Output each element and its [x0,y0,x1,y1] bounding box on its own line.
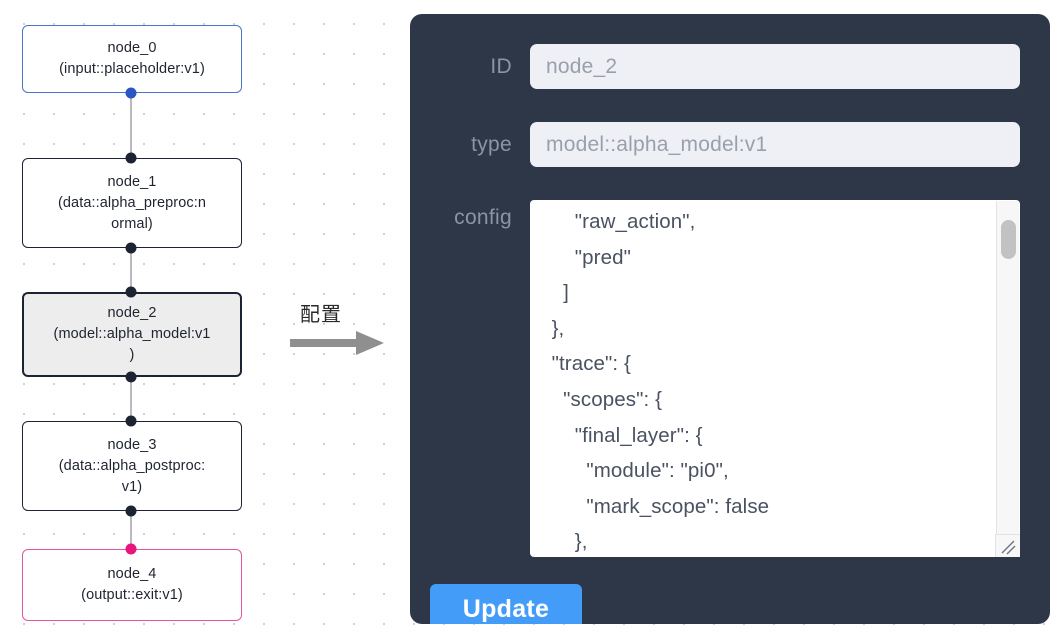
right-arrow-icon [290,331,384,355]
config-field-label: config [454,206,512,229]
graph-node-node_0[interactable]: node_0 (input::placeholder:v1) [22,25,242,93]
id-field-row: ID [410,44,1050,89]
id-field-label: ID [490,55,512,78]
type-input[interactable] [530,122,1020,167]
node-label: node_1 (data::alpha_preproc:n ormal) [57,173,207,232]
config-scrollbar[interactable] [996,201,1019,537]
edge-node1-node2 [130,248,132,292]
edge-node0-node1 [130,93,132,158]
graph-node-node_1[interactable]: node_1 (data::alpha_preproc:n ormal) [22,158,242,248]
configure-annotation: 配置 [290,298,400,360]
node1-target-handle[interactable] [125,152,137,164]
id-input[interactable] [530,44,1020,89]
config-textarea[interactable]: "raw_action", "pred" ] }, "trace": { "sc… [530,200,1020,557]
resize-grip-icon [1001,540,1016,555]
config-textarea-wrapper: "raw_action", "pred" ] }, "trace": { "sc… [530,200,1020,557]
edge-node2-node3 [130,377,132,421]
annotation-label: 配置 [300,302,342,326]
graph-node-node_2[interactable]: node_2 (model::alpha_model:v1 ) [22,292,242,377]
node4-target-handle[interactable] [125,543,137,555]
node2-source-handle[interactable] [125,371,137,383]
node0-source-handle[interactable] [125,87,137,99]
node3-target-handle[interactable] [125,415,137,427]
graph-node-node_4[interactable]: node_4 (output::exit:v1) [22,549,242,621]
graph-node-node_3[interactable]: node_3 (data::alpha_postproc: v1) [22,421,242,511]
node-label: node_2 (model::alpha_model:v1 ) [53,305,211,363]
node1-source-handle[interactable] [125,242,137,254]
node2-target-handle[interactable] [125,286,137,298]
node-label: node_3 (data::alpha_postproc: v1) [58,436,206,495]
node3-source-handle[interactable] [125,505,137,517]
config-scrollbar-thumb[interactable] [1001,220,1016,259]
node-label: node_0 (input::placeholder:v1) [59,40,205,77]
config-field-row: config "raw_action", "pred" ] }, "trace"… [410,200,1050,557]
update-button[interactable]: Update [430,584,582,624]
node-label: node_4 (output::exit:v1) [81,566,183,603]
node-properties-panel: ID type config "raw_action", "pred" ] },… [410,14,1050,624]
type-field-row: type [410,122,1050,167]
type-field-label: type [471,133,512,156]
config-resize-handle[interactable] [995,534,1020,557]
edge-node3-node4 [130,511,132,549]
